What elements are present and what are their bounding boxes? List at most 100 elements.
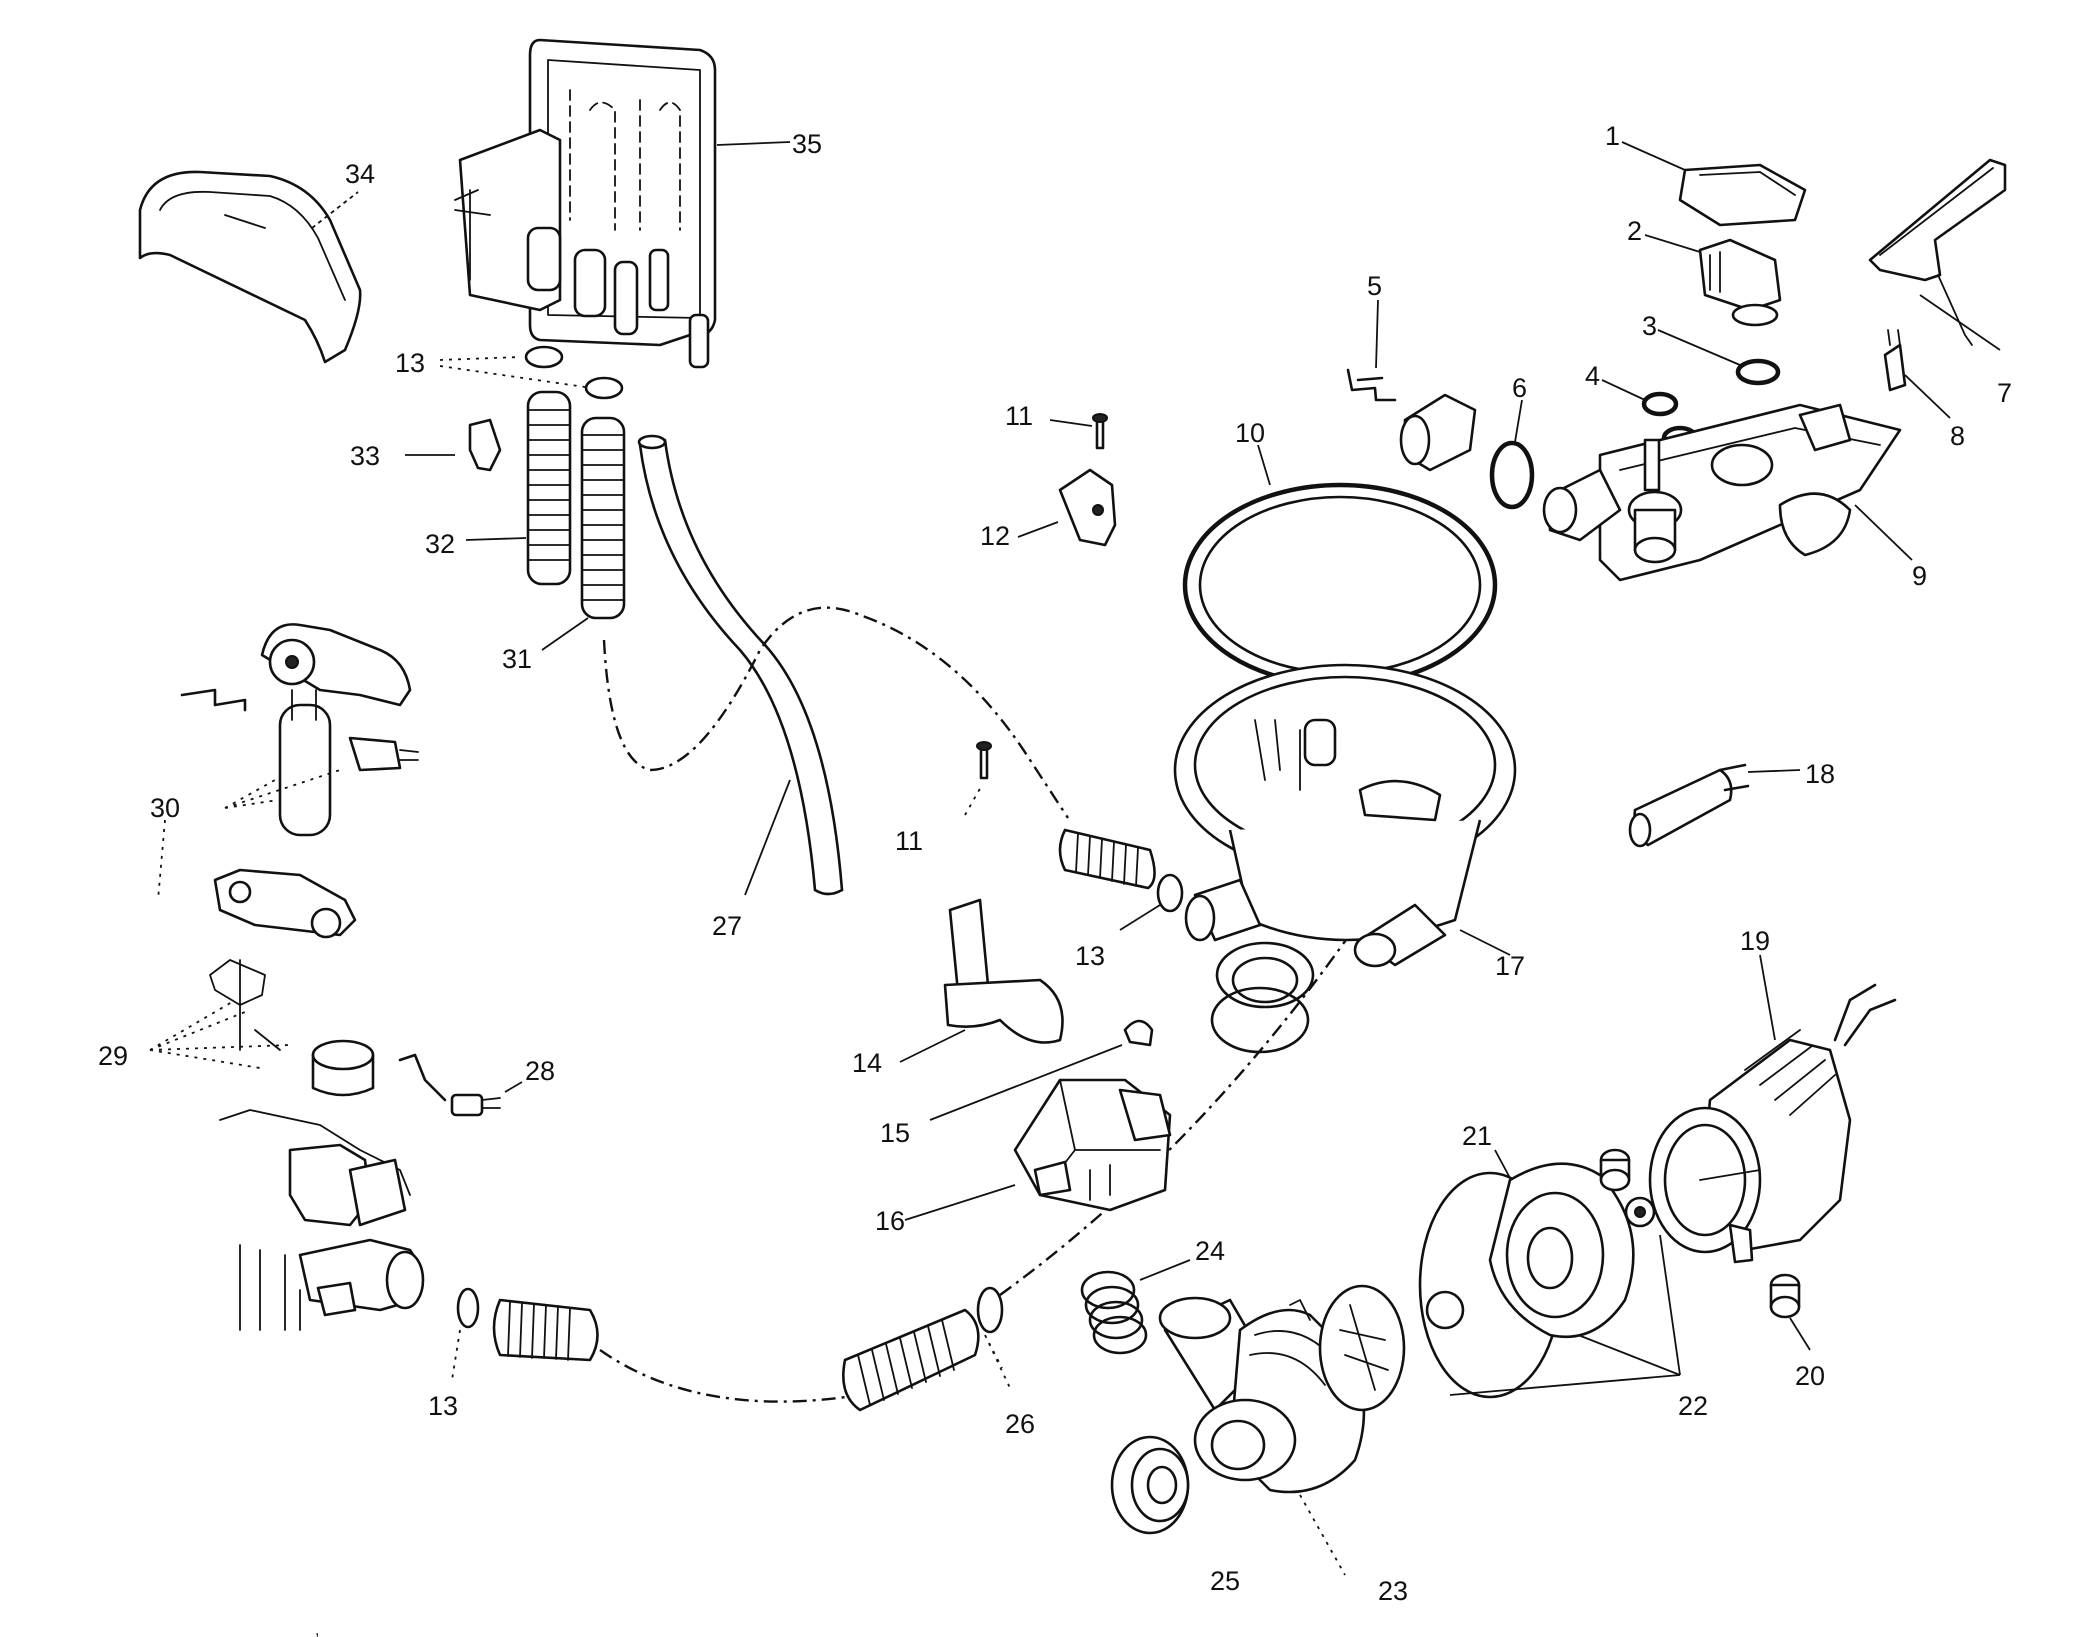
- callout-5: 5: [1367, 271, 1382, 301]
- leader-21: [1494, 1149, 1511, 1179]
- leader-26: [984, 1334, 1011, 1389]
- leader-11a: [1049, 419, 1093, 427]
- leader-10: [1257, 444, 1271, 486]
- routing-line-top: [602, 606, 1070, 819]
- part-33-clip: [468, 418, 502, 472]
- callout-32: 32: [425, 529, 455, 559]
- callout-2: 2: [1627, 216, 1642, 246]
- part-10-gasket: [1182, 482, 1498, 688]
- leader-29: [149, 1001, 291, 1069]
- callout-9: 9: [1912, 561, 1927, 591]
- part-13-oring: [456, 1287, 480, 1329]
- leader-34: [311, 191, 359, 229]
- callout-34: 34: [345, 159, 375, 189]
- leader-30: [224, 769, 341, 809]
- callout-18: 18: [1805, 759, 1835, 789]
- part-11-screw-mid: [976, 741, 992, 780]
- part-11-screw-top: [1092, 413, 1108, 450]
- routing-line-bottom: [599, 1349, 861, 1403]
- callout-1: 1: [1605, 121, 1620, 151]
- leader-13a: [439, 356, 586, 388]
- part-19-motor: [1648, 983, 1897, 1264]
- part-13-oring: [584, 376, 624, 400]
- callout-23: 23: [1378, 1576, 1408, 1606]
- part-3-oring: [1735, 358, 1781, 386]
- part-21-pump-cover: [1488, 1162, 1635, 1339]
- callout-19: 19: [1740, 926, 1770, 956]
- callout-21: 21: [1462, 1121, 1492, 1151]
- part-27-drain-hose: [637, 434, 844, 896]
- callout-16: 16: [875, 1206, 905, 1236]
- part-17-sump: [1173, 663, 1517, 1054]
- part-5-clip: [1346, 368, 1397, 402]
- callout-7: 7: [1997, 378, 2012, 408]
- leader-2: [1644, 234, 1701, 253]
- leader-11b: [964, 784, 983, 816]
- leader-16: [929, 1044, 1123, 1121]
- part-9-manifold: [1542, 403, 1902, 582]
- callout-14: 14: [852, 1048, 882, 1078]
- routing-line-26: [999, 919, 1361, 1296]
- part-29-valve-assembly: [209, 868, 425, 1331]
- part-24-spring: [1080, 1270, 1148, 1355]
- part-14-clip: [943, 898, 1064, 1044]
- leader-15: [904, 1184, 1016, 1221]
- part-28-sensor: [398, 1053, 501, 1117]
- callout-28: 28: [525, 1056, 555, 1086]
- part-8-terminal: [1883, 329, 1907, 392]
- leader-12: [1017, 521, 1059, 538]
- part-13-oring: [524, 345, 564, 369]
- leader-13b: [1119, 904, 1161, 931]
- part-25-seal: [1110, 1435, 1190, 1535]
- leader-35: [716, 141, 791, 146]
- callout-13-mid: 13: [1075, 941, 1105, 971]
- callout-25: 25: [1210, 1566, 1240, 1596]
- part-hose-middle: [1058, 828, 1156, 890]
- part-16-clip: [1123, 1019, 1154, 1047]
- part-20-grommet: [1599, 1148, 1801, 1319]
- leader-18: [1747, 769, 1801, 773]
- callout-4: 4: [1585, 361, 1600, 391]
- leader-4: [1601, 379, 1646, 401]
- leader-3: [1657, 329, 1741, 366]
- callout-labels: 1 2 3 4 5 6 7 8 9 10 11 11 12 13 13 13 1…: [98, 121, 2012, 1606]
- callout-11-mid: 11: [895, 826, 923, 856]
- leader-20: [1789, 1317, 1811, 1351]
- part-32-hose: [526, 390, 572, 586]
- part-12-bracket: [1058, 468, 1117, 547]
- leader-5: [1375, 299, 1379, 369]
- part-5-valve: [1399, 393, 1477, 472]
- stray-mark: ,: [315, 1622, 319, 1637]
- part-22-impeller-gasket: [1318, 1171, 1656, 1412]
- callout-15: 15: [880, 1118, 910, 1148]
- part-15-drain-pump: [1013, 1078, 1172, 1212]
- part-26-hose: [842, 1286, 1004, 1412]
- part-35-tank: [454, 38, 717, 369]
- leader-23: [1299, 1494, 1346, 1576]
- leader-17: [1459, 929, 1511, 956]
- leader-32: [465, 537, 527, 541]
- callout-10: 10: [1235, 418, 1265, 448]
- part-2-connector: [1698, 238, 1782, 327]
- callout-13-top: 13: [395, 348, 425, 378]
- part-31-hose: [580, 416, 626, 620]
- callout-26: 26: [1005, 1409, 1035, 1439]
- leader-7: [1919, 294, 2001, 351]
- part-1-cover: [1678, 163, 1807, 227]
- leader-14: [899, 1029, 966, 1063]
- callout-31: 31: [502, 644, 532, 674]
- part-30-float-switch: [180, 623, 419, 837]
- part-18-heater: [1628, 763, 1750, 848]
- leader-30-down: [157, 819, 166, 901]
- leader-19: [1759, 954, 1776, 1041]
- callout-3: 3: [1642, 311, 1657, 341]
- leader-6: [1514, 399, 1523, 443]
- callout-6: 6: [1512, 373, 1527, 403]
- callout-8: 8: [1950, 421, 1965, 451]
- callout-33: 33: [350, 441, 380, 471]
- part-hose-bottom-left: [492, 1298, 599, 1362]
- callout-24: 24: [1195, 1236, 1225, 1266]
- part-13-oring: [1156, 873, 1184, 913]
- callout-11-top: 11: [1005, 401, 1033, 431]
